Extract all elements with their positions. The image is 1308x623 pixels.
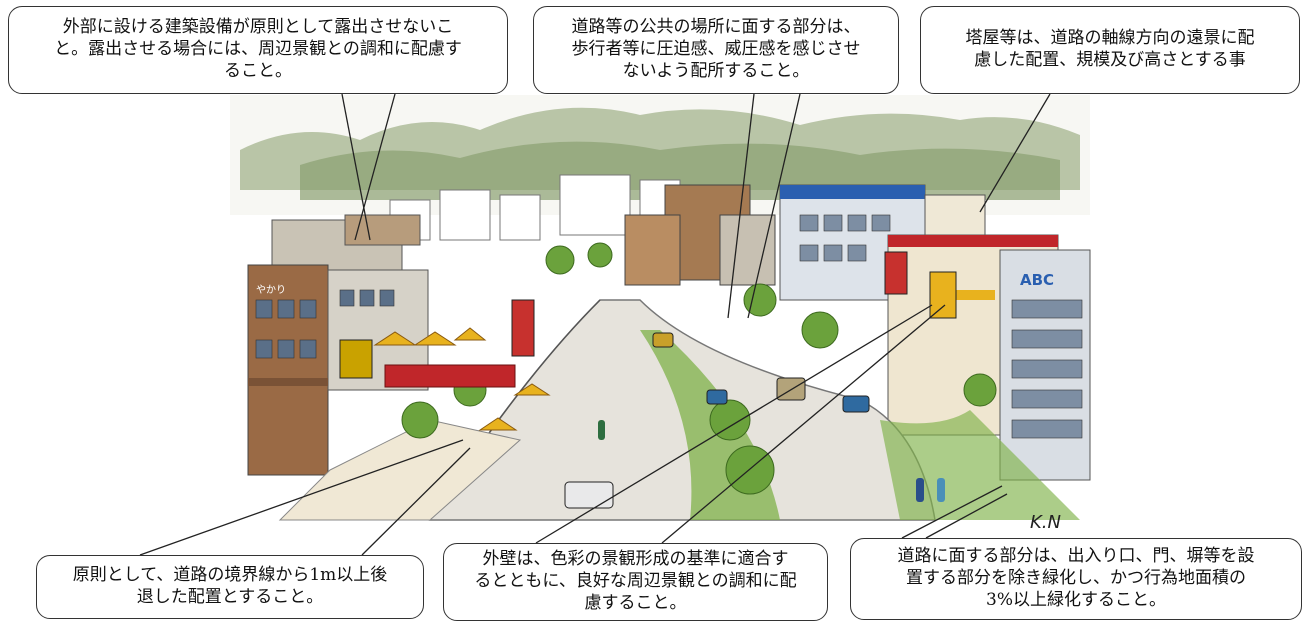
callout-greening: 道路に面する部分は、出入り口、門、塀等を設 置する部分を除き緑化し、かつ行為地面…	[850, 538, 1302, 620]
right-planting	[880, 410, 1080, 520]
callout-exterior-walls: 外壁は、色彩の景観形成の基準に適合す るとともに、良好な周辺景観との調和に配 慮…	[443, 543, 828, 621]
left-buildings: やかり	[247, 214, 429, 476]
callout-building-equipment: 外部に設ける建築設備が原則として露出させないこ と。露出させる場合には、周辺景観…	[8, 6, 508, 94]
right-shop-sign: ABC	[1020, 271, 1054, 289]
pedestrians	[598, 420, 945, 502]
artist-signature: K.N	[1030, 512, 1061, 533]
callout-public-frontage: 道路等の公共の場所に面する部分は、 歩行者等に圧迫感、威圧感を感じさせ ないよう…	[533, 6, 899, 94]
right-buildings: ABC	[779, 184, 1091, 481]
cars	[564, 332, 870, 509]
callout-rooftop-structures: 塔屋等は、道路の軸線方向の遠景に配 慮した配置、規模及び高さとする事	[920, 6, 1300, 94]
red-awning	[384, 364, 516, 388]
center-buildings	[624, 184, 776, 286]
vertical-signs	[339, 251, 957, 379]
callout-setback: 原則として、道路の境界線から1m以上後 退した配置とすること。	[36, 555, 424, 619]
cafe-umbrellas	[373, 327, 551, 431]
leader-lines	[139, 93, 1051, 556]
left-shop-sign: やかり	[256, 284, 286, 296]
